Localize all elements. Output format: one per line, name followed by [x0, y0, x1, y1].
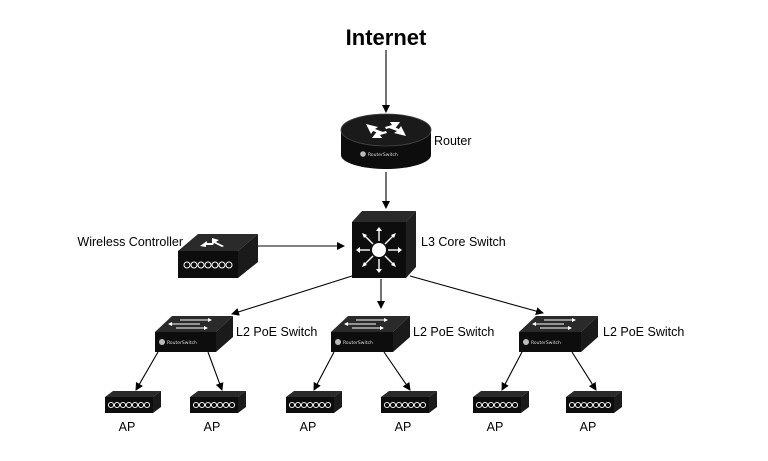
core-switch-arrows-icon: [356, 227, 402, 273]
ap-4-device: [381, 391, 437, 413]
ap-3-device: [286, 391, 342, 413]
wireless-controller-device: [178, 234, 258, 278]
ap-5-label: AP: [487, 420, 504, 434]
brand-logo-icon: [159, 339, 165, 345]
brand-logo-icon: [335, 339, 341, 345]
router-arrows-icon: [366, 122, 406, 138]
ap-2-device: [190, 391, 246, 413]
wireless-controller-label: Wireless Controller: [77, 235, 183, 249]
connections: [135, 50, 597, 391]
router-label: Router: [434, 134, 472, 148]
poe-switch-1-arrows-icon: [168, 318, 212, 330]
poe-switch-2-label: L2 PoE Switch: [413, 325, 494, 339]
ap-6-label: AP: [580, 420, 597, 434]
poe-1-ap-1-link: [135, 351, 159, 391]
core-switch-device: [352, 211, 416, 278]
ap-1-device: [105, 391, 161, 413]
poe-3-ap-1-link: [501, 351, 523, 391]
ap-3-label: AP: [300, 420, 317, 434]
brand-logo-icon: [360, 151, 366, 157]
poe-switch-2-brand: RouterSwitch: [343, 340, 373, 346]
poe-switch-3-device: RouterSwitch: [519, 316, 598, 352]
core-poe-3-link: [409, 275, 544, 315]
poe-switch-2-device: RouterSwitch: [331, 316, 410, 352]
poe-switch-1-label: L2 PoE Switch: [236, 325, 317, 339]
poe-switch-3-label: L2 PoE Switch: [603, 325, 684, 339]
poe-2-ap-2-link: [383, 351, 411, 391]
poe-3-ap-2-link: [571, 351, 597, 391]
poe-switch-3-brand: RouterSwitch: [531, 340, 561, 346]
poe-1-ap-2-link: [207, 351, 224, 391]
internet-title: Internet: [346, 25, 427, 50]
core-poe-1-link: [231, 275, 353, 316]
ap-6-device: [566, 391, 622, 413]
router-brand: RouterSwitch: [368, 152, 398, 158]
poe-switch-1-device: RouterSwitch: [155, 316, 233, 352]
brand-logo-icon: [523, 339, 529, 345]
ap-1-label: AP: [119, 420, 136, 434]
core-switch-label: L3 Core Switch: [421, 235, 506, 249]
router-device: RouterSwitch: [340, 113, 432, 169]
controller-ports: [183, 261, 233, 269]
poe-switch-1-brand: RouterSwitch: [167, 340, 197, 346]
ap-4-label: AP: [395, 420, 412, 434]
poe-switch-3-arrows-icon: [532, 318, 576, 330]
poe-2-ap-1-link: [313, 351, 335, 391]
poe-switch-2-arrows-icon: [344, 318, 388, 330]
controller-arrows-icon: [200, 238, 224, 247]
ap-2-label: AP: [204, 420, 221, 434]
ap-5-device: [473, 391, 529, 413]
